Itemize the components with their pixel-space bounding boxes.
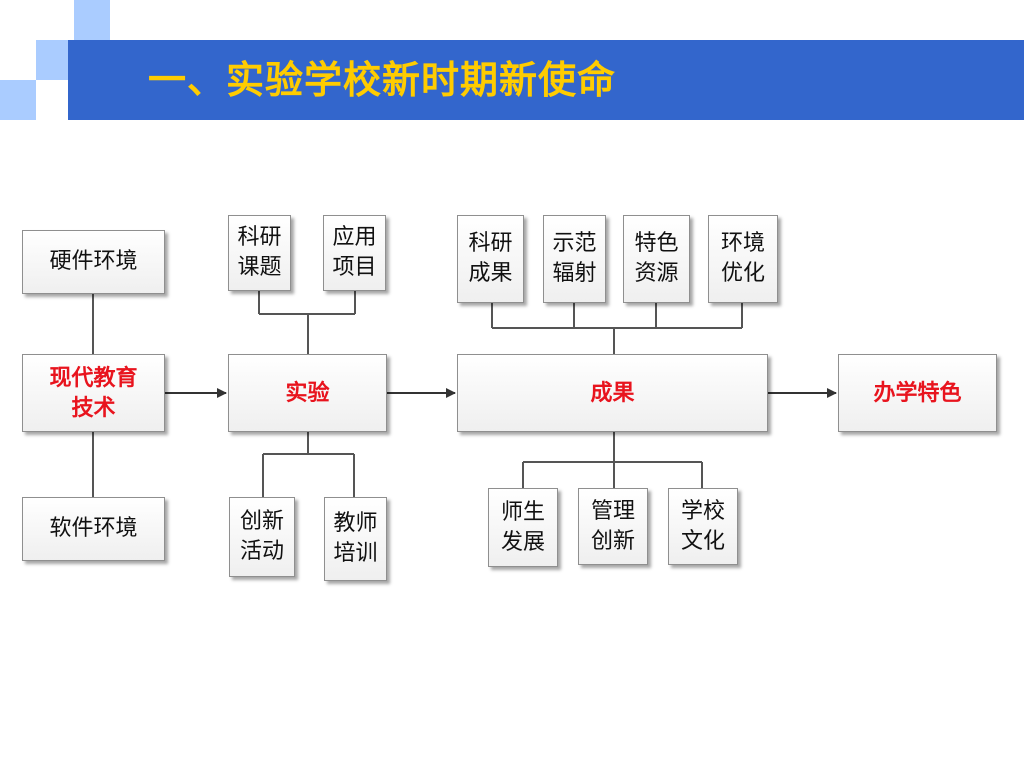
- box-teacher-student-development: 师生 发展: [488, 488, 558, 567]
- box-label-line2: 技术: [71, 395, 116, 421]
- box-label-line2: 创新: [590, 528, 635, 554]
- box-label-line2: 优化: [720, 261, 765, 286]
- box-school-characteristics: 办学特色: [838, 354, 997, 432]
- box-label-line1: 环境: [720, 231, 765, 256]
- box-label: 实验: [285, 380, 330, 406]
- box-hardware-environment: 硬件环境: [22, 230, 165, 294]
- box-experiment: 实验: [228, 354, 387, 432]
- box-label-line1: 师生: [500, 499, 545, 525]
- box-label-line1: 学校: [680, 498, 725, 524]
- box-label-line1: 示范: [552, 231, 597, 256]
- box-modern-edu-tech: 现代教育 技术: [22, 354, 165, 432]
- box-label-line1: 科研: [237, 225, 282, 250]
- box-label-line1: 应用: [332, 225, 377, 250]
- box-software-environment: 软件环境: [22, 497, 165, 561]
- box-label-line2: 成果: [468, 261, 513, 286]
- title-bar: [68, 40, 1024, 120]
- decor-square: [36, 40, 72, 80]
- decor-square: [74, 0, 110, 40]
- box-results: 成果: [457, 354, 768, 432]
- box-label-line2: 项目: [332, 255, 377, 280]
- box-demonstration: 示范 辐射: [543, 215, 606, 303]
- box-label: 成果: [590, 380, 635, 406]
- box-label-line2: 文化: [680, 528, 725, 554]
- box-innovation-activity: 创新 活动: [229, 497, 295, 577]
- box-research-topic: 科研 课题: [228, 215, 291, 291]
- box-label-line2: 课题: [237, 255, 282, 280]
- box-school-culture: 学校 文化: [668, 488, 738, 565]
- box-label-line2: 辐射: [552, 261, 597, 286]
- box-label-line1: 教师: [333, 511, 378, 536]
- box-label-line2: 活动: [239, 539, 284, 564]
- box-label-line2: 培训: [333, 541, 378, 566]
- box-research-results: 科研 成果: [457, 215, 524, 303]
- box-label-line1: 管理: [590, 498, 635, 524]
- box-label-line2: 资源: [634, 261, 679, 286]
- box-label: 办学特色: [873, 380, 962, 406]
- box-environment-optimization: 环境 优化: [708, 215, 778, 303]
- box-label-line1: 特色: [634, 231, 679, 256]
- box-application-project: 应用 项目: [323, 215, 386, 291]
- box-management-innovation: 管理 创新: [578, 488, 648, 565]
- box-label-line1: 创新: [239, 509, 284, 534]
- box-label: 软件环境: [49, 516, 138, 541]
- box-label-line1: 科研: [468, 231, 513, 256]
- box-label: 硬件环境: [49, 249, 138, 274]
- box-teacher-training: 教师 培训: [324, 497, 387, 581]
- box-featured-resources: 特色 资源: [623, 215, 690, 303]
- box-label-line1: 现代教育: [49, 365, 138, 391]
- page-title: 一、实验学校新时期新使命: [148, 58, 617, 102]
- decor-square: [0, 80, 36, 120]
- box-label-line2: 发展: [500, 529, 545, 555]
